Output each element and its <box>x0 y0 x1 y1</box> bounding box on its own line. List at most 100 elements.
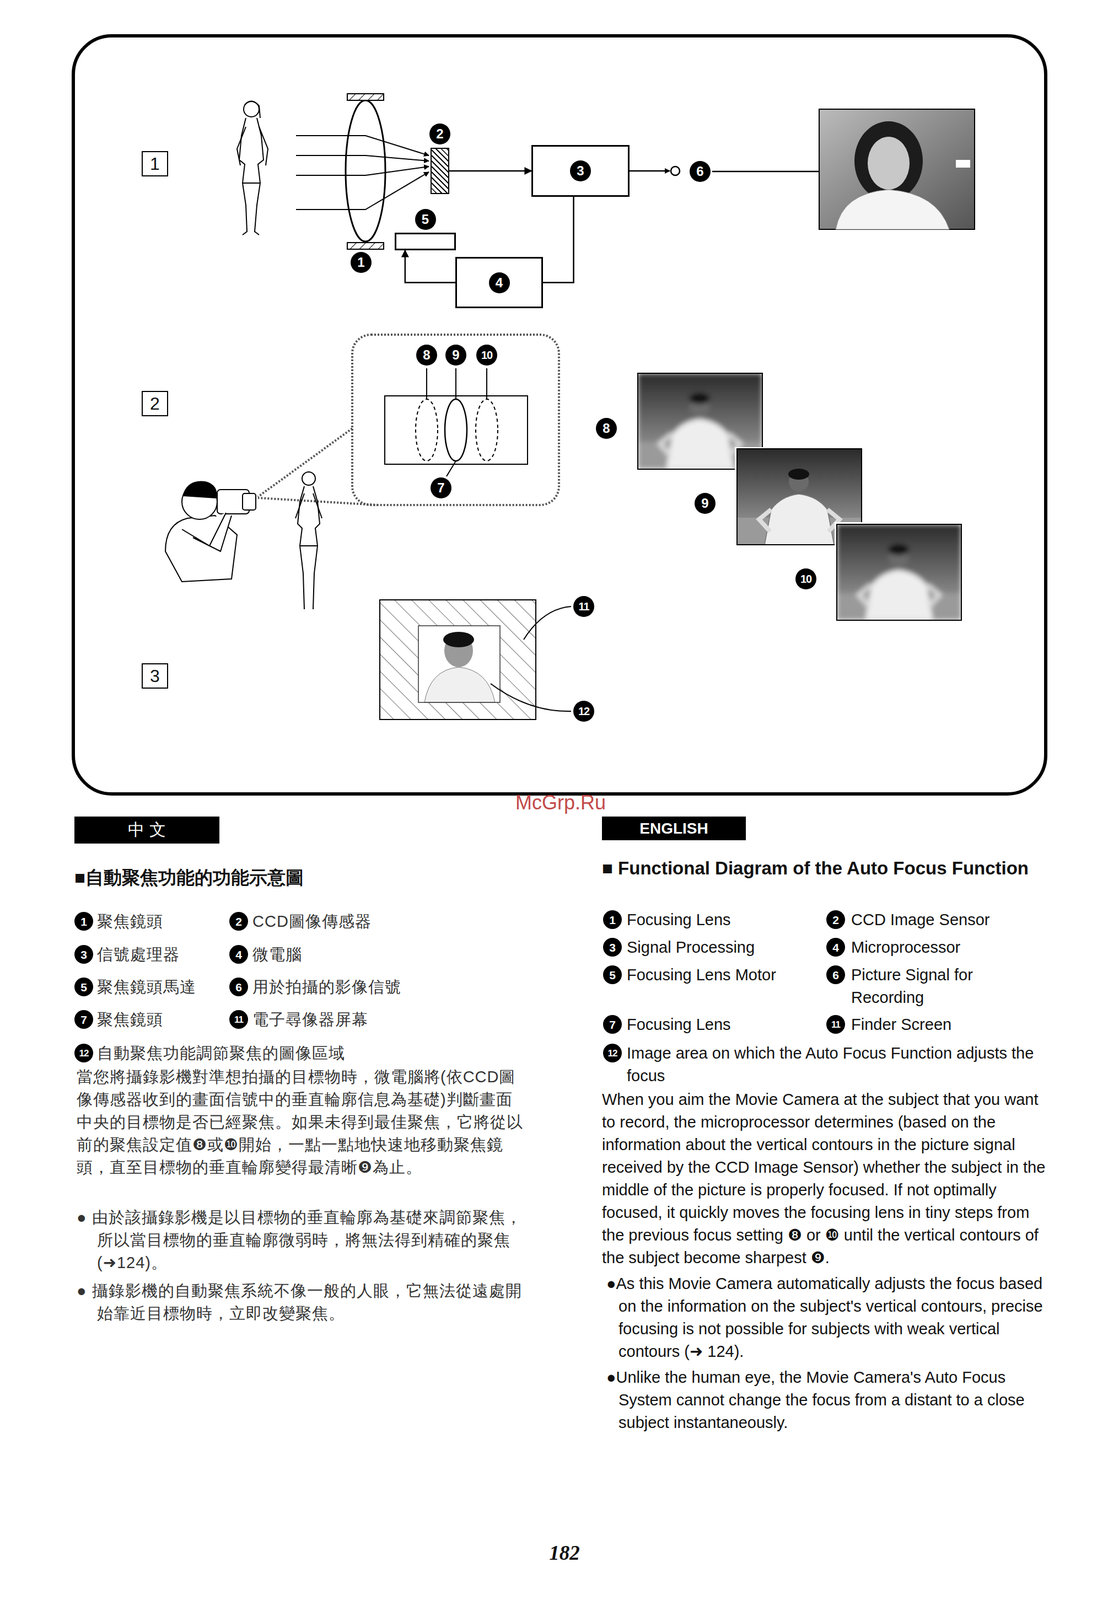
text-block: ●As this Movie Camera automatically adju… <box>606 1272 1051 1363</box>
node-text: 4 <box>488 272 510 294</box>
section-number-box: 1 <box>141 151 169 177</box>
output-terminal <box>670 166 680 176</box>
text-block: CCD Image Sensor <box>851 908 1045 932</box>
process-box: 4 <box>455 256 543 309</box>
callout-number: 2 <box>229 911 249 931</box>
motor-box: 5 <box>394 232 456 251</box>
language-bar: ENGLISH <box>601 816 746 841</box>
text-block: ● 攝錄影機的自動聚焦系統不像一般的人眼，它無法從遠處開始靠近目標物時，立即改變… <box>76 1279 526 1325</box>
signal-line <box>629 170 670 172</box>
text-block: Microprocessor <box>851 936 1045 959</box>
focus-area <box>418 625 500 703</box>
text-block: ●Unlike the human eye, the Movie Camera'… <box>606 1365 1051 1434</box>
focusing-lens <box>345 100 386 242</box>
callout-number: 7 <box>603 1014 622 1034</box>
text-block: 電子尋像器屏幕 <box>252 1008 496 1031</box>
section-number-box: 2 <box>141 390 169 417</box>
lens-mount <box>347 93 384 101</box>
lens-position <box>415 399 438 461</box>
woman-figure <box>237 100 268 235</box>
callout-number: 7 <box>74 1009 94 1029</box>
callout-number: 1 <box>603 910 622 929</box>
signal-connector <box>542 196 574 283</box>
node-text: 3 <box>569 160 591 182</box>
callout-number: 9 <box>445 344 467 366</box>
callout-number: 5 <box>74 977 94 997</box>
blurred-photo <box>834 522 964 623</box>
node-text: 5 <box>415 208 437 230</box>
node-text: 3 <box>149 665 160 687</box>
node-text: 2 <box>429 123 451 145</box>
callout-number: 3 <box>74 944 94 964</box>
callout-number: 4 <box>229 944 249 964</box>
section-number-box: 3 <box>141 663 169 689</box>
text-block: 信號處理器 <box>97 943 235 966</box>
callout-number: 11 <box>826 1014 846 1034</box>
callout-number: 11 <box>573 595 595 617</box>
callout-number: 3 <box>603 937 622 957</box>
node-text: 中 文 <box>127 818 166 842</box>
text-block: ■自動聚焦功能的功能示意圖 <box>74 866 527 889</box>
callout-number: 6 <box>826 965 846 984</box>
callout-number: 6 <box>689 160 711 182</box>
page-number: 182 <box>531 1540 598 1565</box>
cameraman-figure <box>165 481 256 582</box>
subject-figure <box>295 471 322 610</box>
callout-number: 12 <box>74 1043 94 1063</box>
text-block: Signal Processing <box>626 936 826 959</box>
signal-connector <box>405 250 456 283</box>
text-block: ■ Functional Diagram of the Auto Focus F… <box>601 856 1046 880</box>
ccd-sensor: 2 <box>430 147 450 195</box>
finder-screen <box>379 599 536 720</box>
text-block: 聚焦鏡頭馬達 <box>97 975 235 999</box>
text-block: 當您將攝錄影機對準想拍攝的目標物時，微電腦將(依CCD圖像傳感器收到的畫面信號中… <box>76 1065 526 1179</box>
signal-line <box>712 170 820 173</box>
node-text: ENGLISH <box>639 819 708 838</box>
node-text: 1 <box>149 153 160 175</box>
text-block: Image area on which the Auto Focus Funct… <box>626 1041 1052 1088</box>
lens-mount <box>347 242 384 250</box>
text-block: Focusing Lens Motor <box>626 963 826 987</box>
text-block: Focusing Lens <box>626 1013 826 1036</box>
text-block: 聚焦鏡頭 <box>97 1008 235 1031</box>
panel-frame <box>73 35 1046 794</box>
node-text: 2 <box>149 393 160 414</box>
lens-barrel <box>384 395 528 465</box>
text-block: 用於拍攝的影像信號 <box>252 975 496 999</box>
callout-number: 2 <box>826 910 846 929</box>
leader-line <box>426 368 487 477</box>
text-block: Picture Signal for Recording <box>851 963 1028 1009</box>
callout-number: 8 <box>595 417 617 439</box>
light-rays <box>296 135 429 210</box>
callout-number: 6 <box>229 977 249 997</box>
callout-number: 7 <box>430 477 452 499</box>
callout-number: 1 <box>350 251 372 273</box>
callout-number: 4 <box>826 937 846 957</box>
text-block: Finder Screen <box>851 1013 1045 1036</box>
callout-number: 8 <box>416 344 438 366</box>
callout-number: 11 <box>229 1009 249 1029</box>
lens-position <box>444 399 467 461</box>
callout-number: 12 <box>603 1043 622 1063</box>
leader-line <box>490 606 572 712</box>
text-block: 聚焦鏡頭 <box>97 910 235 933</box>
text-block: 微電腦 <box>252 943 496 966</box>
process-box: 3 <box>531 144 630 197</box>
callout-number: 10 <box>795 568 817 590</box>
callout-number: 1 <box>74 911 94 931</box>
language-bar: 中 文 <box>74 816 220 844</box>
text-block: CCD圖像傳感器 <box>252 910 496 933</box>
callout-number: 12 <box>573 700 595 722</box>
callout-number: 9 <box>694 492 716 514</box>
text-block: When you aim the Movie Camera at the sub… <box>601 1088 1050 1269</box>
callout-bubble <box>257 334 559 505</box>
text-block: 自動聚焦功能調節聚焦的圖像區域 <box>97 1041 527 1065</box>
callout-number: 5 <box>603 965 622 984</box>
callout-number: 10 <box>476 344 498 366</box>
signal-connector <box>449 170 532 172</box>
text-block: ● 由於該攝錄影機是以目標物的垂直輪廓為基礎來調節聚焦，所以當目標物的垂直輪廓微… <box>76 1206 526 1274</box>
portrait-photo <box>819 109 975 230</box>
lens-position <box>475 399 498 461</box>
text-block: Focusing Lens <box>626 908 826 932</box>
watermark: McGrp.Ru <box>515 791 606 815</box>
